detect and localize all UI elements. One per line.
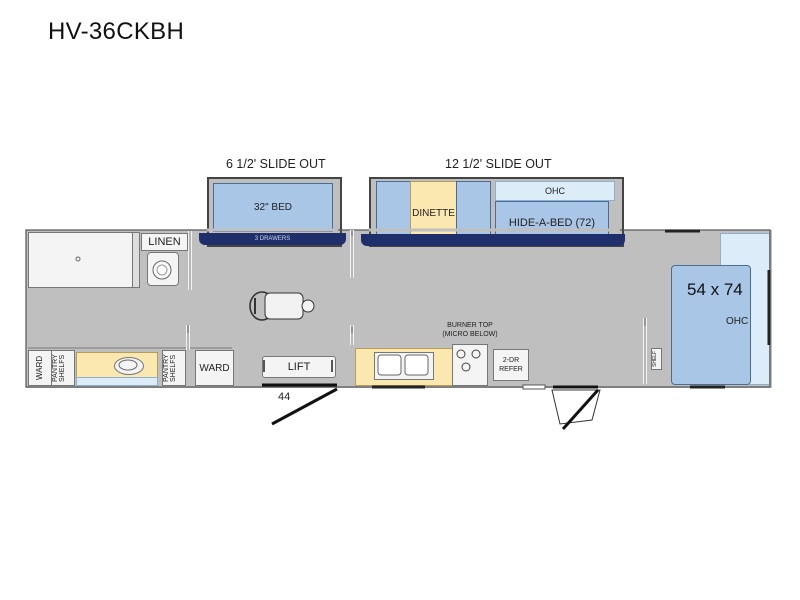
burner-2 [471,349,481,359]
hide-a-bed-label: HIDE-A-BED (72) [508,217,596,229]
kitchen-sink-bowl-right [404,354,429,376]
drawers-rail: 3 DRAWERS [199,233,346,245]
bath-vanity[interactable] [76,352,158,380]
large-slide-title: 12 1/2' SLIDE OUT [445,157,552,171]
front-door-threshold [522,384,546,390]
ohc-slide-label: OHC [545,186,565,196]
small-slide-title: 6 1/2' SLIDE OUT [226,157,326,171]
bed-54x74-label: 54 x 74 [687,280,743,299]
burner-3 [461,362,471,372]
pantry-left[interactable]: PANTRY SHELFS [51,350,75,386]
micro-label: (MICRO BELOW) [442,331,498,338]
ward-right-label: WARD [199,362,230,374]
drawers-label: 3 DRAWERS [254,236,291,242]
front-ohc-label: OHC [726,316,749,327]
ward-left[interactable]: WARD [28,350,52,386]
wheelchair-lift[interactable]: LIFT [262,356,336,378]
refrigerator[interactable]: 2-DR REFER [493,349,529,381]
shower-drain [75,256,81,262]
shower[interactable] [28,232,134,288]
ohc-slide: OHC [495,181,615,201]
linen-closet[interactable]: LINEN [141,233,188,251]
floorplan-title: HV-36CKBH [48,18,185,45]
bed-32-label: 32" BED [253,202,292,213]
bed-54x74[interactable] [671,265,751,385]
entry-steps [551,389,601,425]
large-slide-rail [361,234,625,246]
pantry-right[interactable]: PANTRY SHELFS [162,350,186,386]
dinette-label: DINETTE [412,207,455,219]
lift-label: LIFT [287,361,311,373]
shower-wall [132,232,140,288]
wheelchair-icon [249,291,315,321]
ward-right[interactable]: WARD [195,350,234,386]
rear-door-swing [271,387,338,426]
toilet-inner [156,264,168,276]
front-door-swing [561,388,600,431]
toilet-bowl [152,260,172,280]
bath-sink-bowl [118,359,138,371]
bath-vanity-edge [76,377,158,386]
burner-1 [456,349,466,359]
refer-label: 2-DR REFER [499,357,523,373]
burner-label: BURNER TOP [447,322,493,329]
kitchen-sink-bowl-left [377,354,402,376]
linen-label: LINEN [148,236,181,248]
door-44-label: 44 [278,391,291,403]
shelf: SHELF [651,348,662,370]
